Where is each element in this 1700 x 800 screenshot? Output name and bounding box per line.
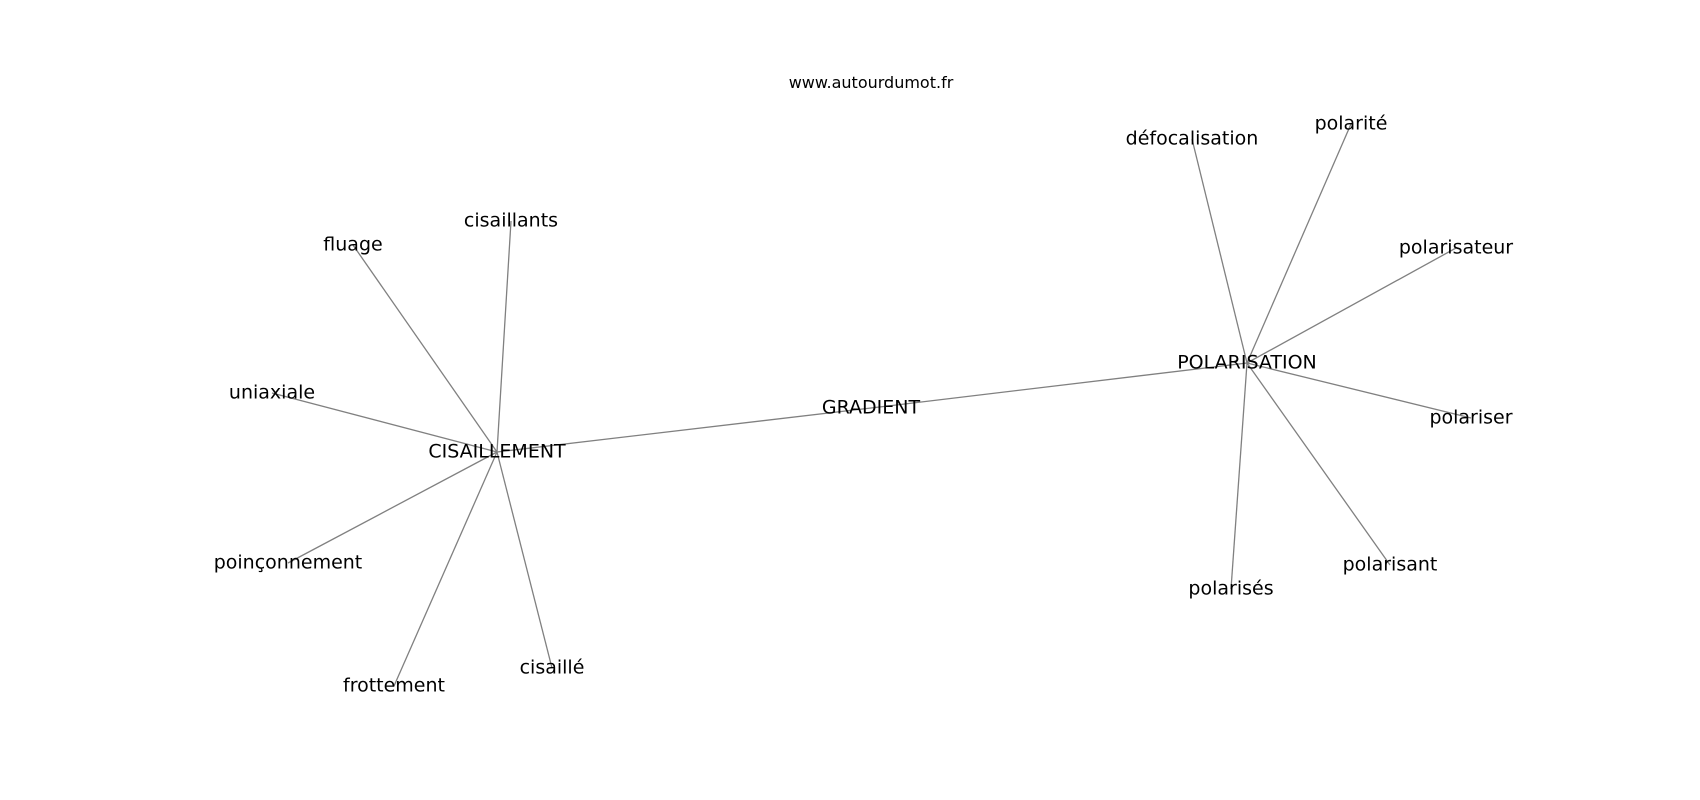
edges [271,123,1472,687]
edge-polarisation-polarite [1246,123,1352,364]
edge-cisaillement-poinconnement [287,451,498,564]
node-label-fluage: fluage [323,234,382,256]
edge-gradient-polarisation [870,362,1248,409]
edge-cisaillement-frottement [393,451,498,687]
edge-cisaillement-uniaxiale [271,392,498,453]
node-label-polariser: polariser [1429,407,1512,429]
edge-cisaillement-cisaille [496,451,553,669]
node-label-polarisateur: polarisateur [1399,237,1513,259]
node-label-cisaillement: CISAILLEMENT [428,441,566,463]
edge-polarisation-defocalisation [1191,138,1248,364]
node-label-poinconnement: poinçonnement [214,552,363,574]
edge-cisaillement-cisaillants [496,220,512,453]
node-label-frottement: frottement [343,675,445,697]
node-label-defocalisation: défocalisation [1126,128,1259,150]
edge-polarisation-polariser [1246,362,1472,419]
edge-cisaillement-fluage [352,244,498,453]
node-label-cisaillants: cisaillants [464,210,558,232]
edge-polarisation-polarises [1230,362,1248,590]
node-label-cisaille: cisaillé [520,657,585,679]
edge-polarisation-polarisateur [1246,247,1457,364]
node-label-polarisation: POLARISATION [1177,352,1317,374]
edge-cisaillement-gradient [496,407,872,453]
source-url: www.autourdumot.fr [789,73,954,92]
node-label-uniaxiale: uniaxiale [229,382,315,404]
edge-polarisation-polarisant [1246,362,1391,566]
node-labels: GRADIENT CISAILLEMENT POLARISATION cisailla… [214,113,1514,697]
node-label-polarite: polarité [1315,113,1388,135]
node-label-polarisant: polarisant [1343,554,1438,576]
node-label-polarises: polarisés [1188,578,1273,600]
node-label-gradient: GRADIENT [822,397,921,419]
